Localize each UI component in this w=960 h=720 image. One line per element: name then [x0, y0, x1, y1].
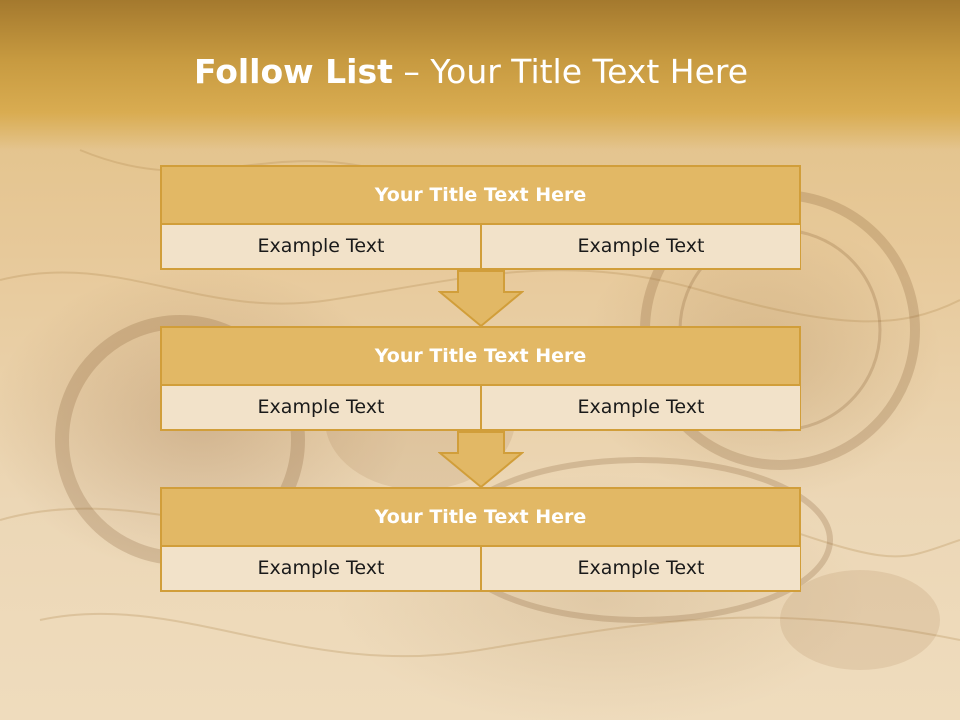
- step-2-heading: Your Title Text Here: [162, 328, 799, 386]
- slide-title: Follow List – Your Title Text Here: [0, 52, 942, 91]
- step-3-right-text: Example Text: [482, 547, 800, 590]
- title-rest: – Your Title Text Here: [392, 52, 749, 91]
- step-block-2: Your Title Text Here Example Text Exampl…: [160, 326, 801, 431]
- step-2-right-text: Example Text: [482, 386, 800, 429]
- down-arrow-icon: [438, 431, 524, 489]
- step-2-left-text: Example Text: [162, 386, 482, 429]
- step-1-heading: Your Title Text Here: [162, 167, 799, 225]
- title-bold: Follow List: [193, 52, 393, 91]
- step-block-3: Your Title Text Here Example Text Exampl…: [160, 487, 801, 592]
- step-3-left-text: Example Text: [162, 547, 482, 590]
- step-3-heading: Your Title Text Here: [162, 489, 799, 547]
- down-arrow-icon: [438, 270, 524, 328]
- title-bar: [0, 0, 960, 150]
- step-1-left-text: Example Text: [162, 225, 482, 268]
- step-block-1: Your Title Text Here Example Text Exampl…: [160, 165, 801, 270]
- step-1-right-text: Example Text: [482, 225, 800, 268]
